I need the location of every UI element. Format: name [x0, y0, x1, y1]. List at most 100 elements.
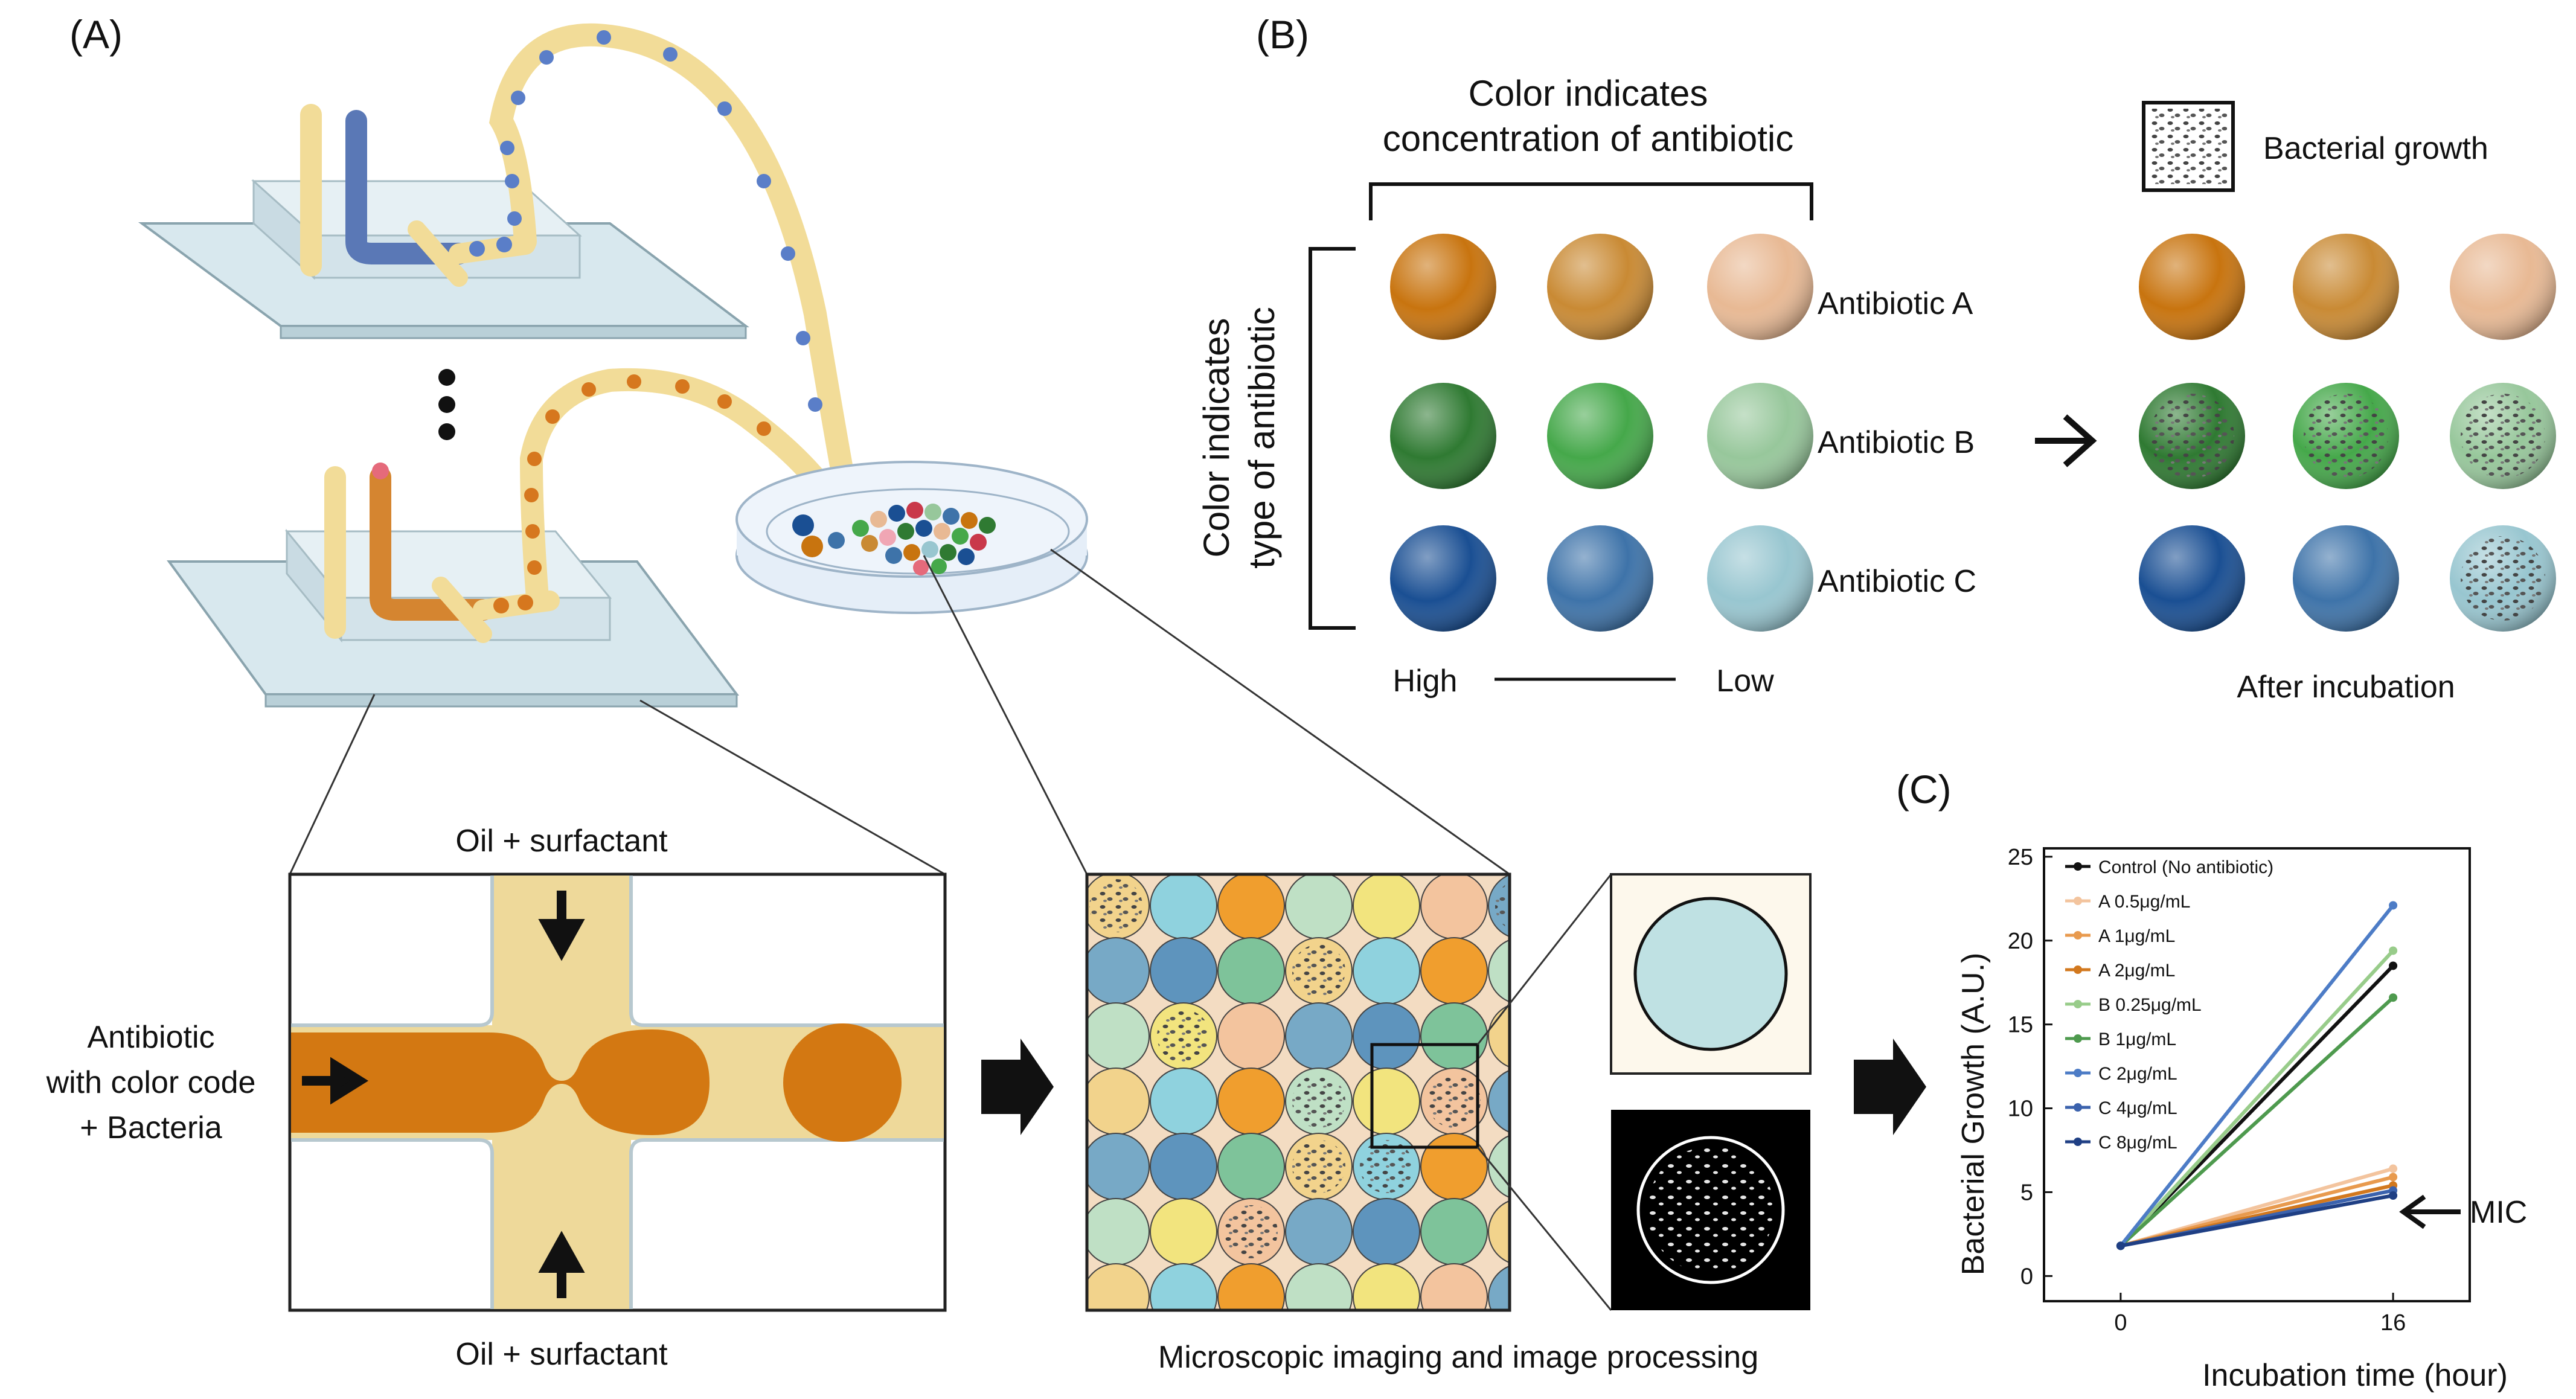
series-point [2389, 901, 2398, 910]
tile-droplet [1353, 1198, 1420, 1266]
droplet-shading [2293, 525, 2399, 632]
after-incubation-matrix [2139, 234, 2556, 632]
type-bracket [1309, 247, 1356, 630]
series-point [2389, 993, 2398, 1002]
droplet-shading [1390, 383, 1496, 489]
antibiotic-droplet-matrix [1390, 234, 1813, 632]
tile-droplet [1217, 1068, 1285, 1135]
tile-bacteria [1427, 1075, 1481, 1128]
x-axis-label: Incubation time (hour) [2202, 1358, 2508, 1393]
tile-droplet [1285, 1198, 1353, 1266]
legend-entry: A 0.5μg/mL [2098, 892, 2190, 912]
tile-droplet [1217, 1133, 1285, 1200]
tile-droplet [1087, 1133, 1150, 1200]
input-label-line-2: with color code [46, 1065, 256, 1100]
series-line [2119, 949, 2395, 1247]
zoom-selection-box [1370, 1043, 1479, 1149]
tile-droplet [1420, 1263, 1488, 1310]
bacteria-colony [2304, 394, 2388, 478]
tile-droplet [1353, 1068, 1420, 1135]
tile-bacteria [1495, 882, 1510, 930]
legend-entry: B 0.25μg/mL [2098, 995, 2202, 1015]
tile-droplet [1217, 937, 1285, 1005]
mic-arrow [2399, 1194, 2461, 1229]
tile-bacteria [1089, 879, 1142, 932]
tile-droplet [1150, 874, 1217, 940]
tile-droplet [1488, 1069, 1510, 1133]
legend-entry: A 2μg/mL [2098, 961, 2175, 981]
ellipsis-dots [438, 369, 455, 440]
tile-droplet [1217, 1263, 1285, 1310]
droplet-shading [2293, 234, 2399, 340]
droplet-shading [2139, 525, 2245, 632]
bacteria-colony [2150, 394, 2234, 478]
concentration-bracket [1369, 182, 1813, 220]
tile-bacteria [1292, 944, 1345, 997]
oil-arrow-top [538, 891, 585, 961]
tile-droplet [1087, 1068, 1150, 1135]
input-label-line-3: + Bacteria [80, 1110, 222, 1145]
incubation-arrow [2035, 414, 2097, 467]
tile-droplet [1488, 1004, 1510, 1068]
tile-droplet [1488, 939, 1510, 1003]
tile-droplet [1353, 1002, 1420, 1070]
tile-droplet [1488, 1265, 1510, 1310]
tile-droplet [1150, 1068, 1217, 1135]
tile-droplet [1353, 937, 1420, 1005]
input-arrow [302, 1057, 369, 1105]
process-arrow-2 [1854, 1039, 1926, 1135]
series-point [2389, 1173, 2398, 1182]
tile-droplet [1087, 1002, 1150, 1070]
mic-annotation: MIC [2470, 1195, 2527, 1230]
input-label-line-1: Antibiotic [88, 1020, 215, 1055]
y-axis-label: Bacterial Growth (A.U.) [1956, 953, 1991, 1276]
tile-droplet [1353, 874, 1420, 940]
low-label: Low [1716, 664, 1774, 699]
legend-entry: Control (No antibiotic) [2098, 857, 2273, 877]
droplet-shading [1707, 234, 1813, 340]
row-label-a: Antibiotic A [1818, 286, 1973, 321]
legend-marker [2074, 1138, 2082, 1146]
tile-droplet [1285, 1002, 1353, 1070]
tile-bacteria [1360, 1140, 1413, 1193]
bacteria-colony [2461, 536, 2545, 621]
imaging-caption: Microscopic imaging and image processing [1158, 1340, 1758, 1375]
droplet-shading [1390, 234, 1496, 340]
tile-droplet [1420, 937, 1488, 1005]
legend-marker [2074, 1103, 2082, 1112]
series-point [2389, 946, 2398, 955]
process-arrow-1 [981, 1039, 1054, 1135]
x-tick-label: 16 [2380, 1310, 2406, 1336]
tile-droplet [1285, 874, 1353, 940]
zoom-lines [289, 548, 1510, 876]
bacterial-growth-legend-swatch [2142, 101, 2235, 192]
legend-entry: C 8μg/mL [2098, 1133, 2177, 1153]
tile-bacteria [1292, 1075, 1345, 1128]
microfluidic-chip-bottom [167, 368, 845, 708]
raw-droplet-inset [1476, 873, 1812, 1311]
series-point [2389, 961, 2398, 970]
droplet-shading [1547, 234, 1653, 340]
tile-droplet [1150, 1263, 1217, 1310]
oil-label-top: Oil + surfactant [455, 824, 668, 859]
tile-droplet [1087, 937, 1150, 1005]
y-tick-label: 25 [2008, 845, 2033, 870]
microfluidic-chip-top [138, 23, 857, 501]
tile-droplet [1488, 1135, 1510, 1199]
legend-marker [2074, 1069, 2082, 1077]
panel-label-c: (C) [1896, 767, 1952, 812]
y-tick-label: 0 [2020, 1264, 2033, 1289]
droplet-shading [1390, 525, 1496, 632]
legend-entry: B 1μg/mL [2098, 1029, 2176, 1049]
tile-droplet [1420, 874, 1488, 940]
y-tick-label: 10 [2008, 1096, 2033, 1122]
tile-droplet [1217, 874, 1285, 940]
y-tick-label: 20 [2008, 929, 2033, 954]
legend-marker [2074, 897, 2082, 905]
tile-droplet [1353, 1263, 1420, 1310]
row-label-c: Antibiotic C [1818, 564, 1976, 599]
after-incubation-label: After incubation [2237, 670, 2455, 705]
legend-entry: C 4μg/mL [2098, 1098, 2177, 1118]
petri-dish [735, 461, 1088, 614]
